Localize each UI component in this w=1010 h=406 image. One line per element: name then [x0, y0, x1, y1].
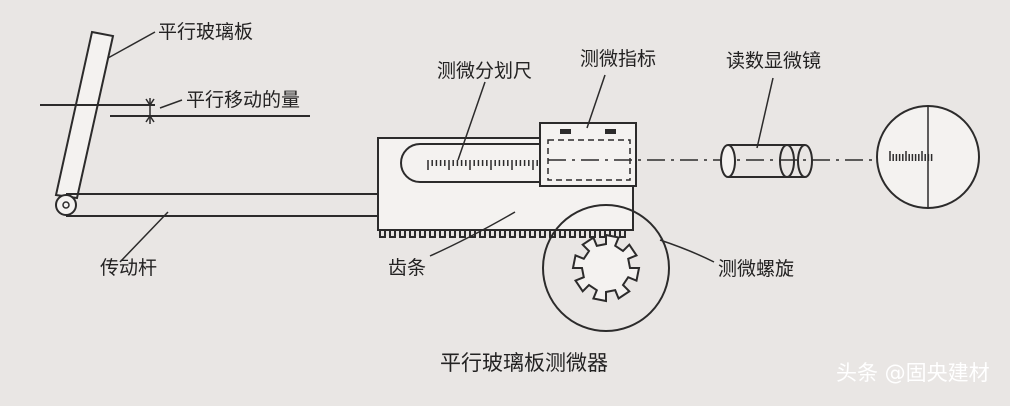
shift-amount-marker — [40, 98, 310, 124]
label-rack: 齿条 — [388, 257, 426, 279]
figure-caption: 平行玻璃板测微器 — [440, 351, 608, 375]
label-micrometer-scale: 测微分划尺 — [437, 60, 532, 82]
eyepiece-view — [876, 105, 980, 209]
label-drive-rod: 传动杆 — [100, 257, 157, 279]
reading-microscope — [720, 144, 813, 178]
drive-rod — [55, 193, 379, 217]
micrometer-screw — [542, 204, 670, 332]
watermark: 头条 @固央建材 — [836, 361, 990, 385]
label-shift-amount: 平行移动的量 — [186, 89, 300, 111]
label-micrometer-index: 测微指标 — [580, 48, 656, 70]
micrometer-index — [539, 122, 637, 187]
label-micrometer-screw: 测微螺旋 — [718, 258, 794, 280]
label-glass-plate: 平行玻璃板 — [158, 21, 253, 43]
leader-lines — [107, 31, 774, 263]
label-reading-microscope: 读数显微镜 — [726, 50, 821, 72]
pivot-pin — [55, 194, 77, 216]
glass-plate — [54, 30, 115, 200]
